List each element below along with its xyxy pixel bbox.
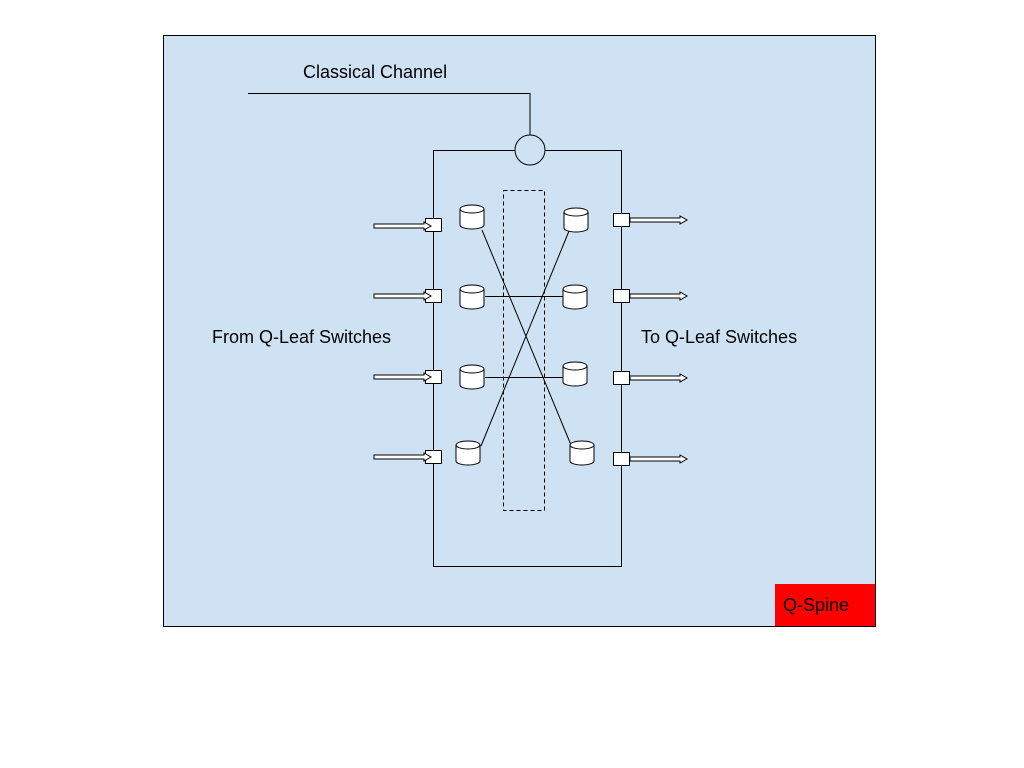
memory-left-1 [459,204,485,230]
memory-left-3 [459,364,485,390]
memory-right-3 [562,361,588,387]
spine-badge-label: Q-Spine [783,595,849,615]
memory-right-4 [569,440,595,466]
memory-right-2 [562,284,588,310]
spine-badge [775,584,875,626]
to-leaf-label: To Q-Leaf Switches [641,327,797,347]
classical-channel-line [248,93,531,136]
from-leaf-label: From Q-Leaf Switches [212,327,391,347]
connection-left-4-right-1 [480,230,570,447]
output-port-1 [613,213,630,227]
output-port-2 [613,289,630,303]
classical-channel-label: Classical Channel [303,62,447,82]
switch-box [433,150,622,567]
spine-panel [163,35,876,627]
classical-channel-node [514,134,546,166]
connection-left-1-right-4 [481,229,572,446]
switch-fabric-region [503,190,545,511]
output-port-3 [613,371,630,385]
memory-left-4 [455,440,481,466]
output-port-4 [613,452,630,466]
memory-left-2 [459,284,485,310]
memory-right-1 [563,207,589,233]
